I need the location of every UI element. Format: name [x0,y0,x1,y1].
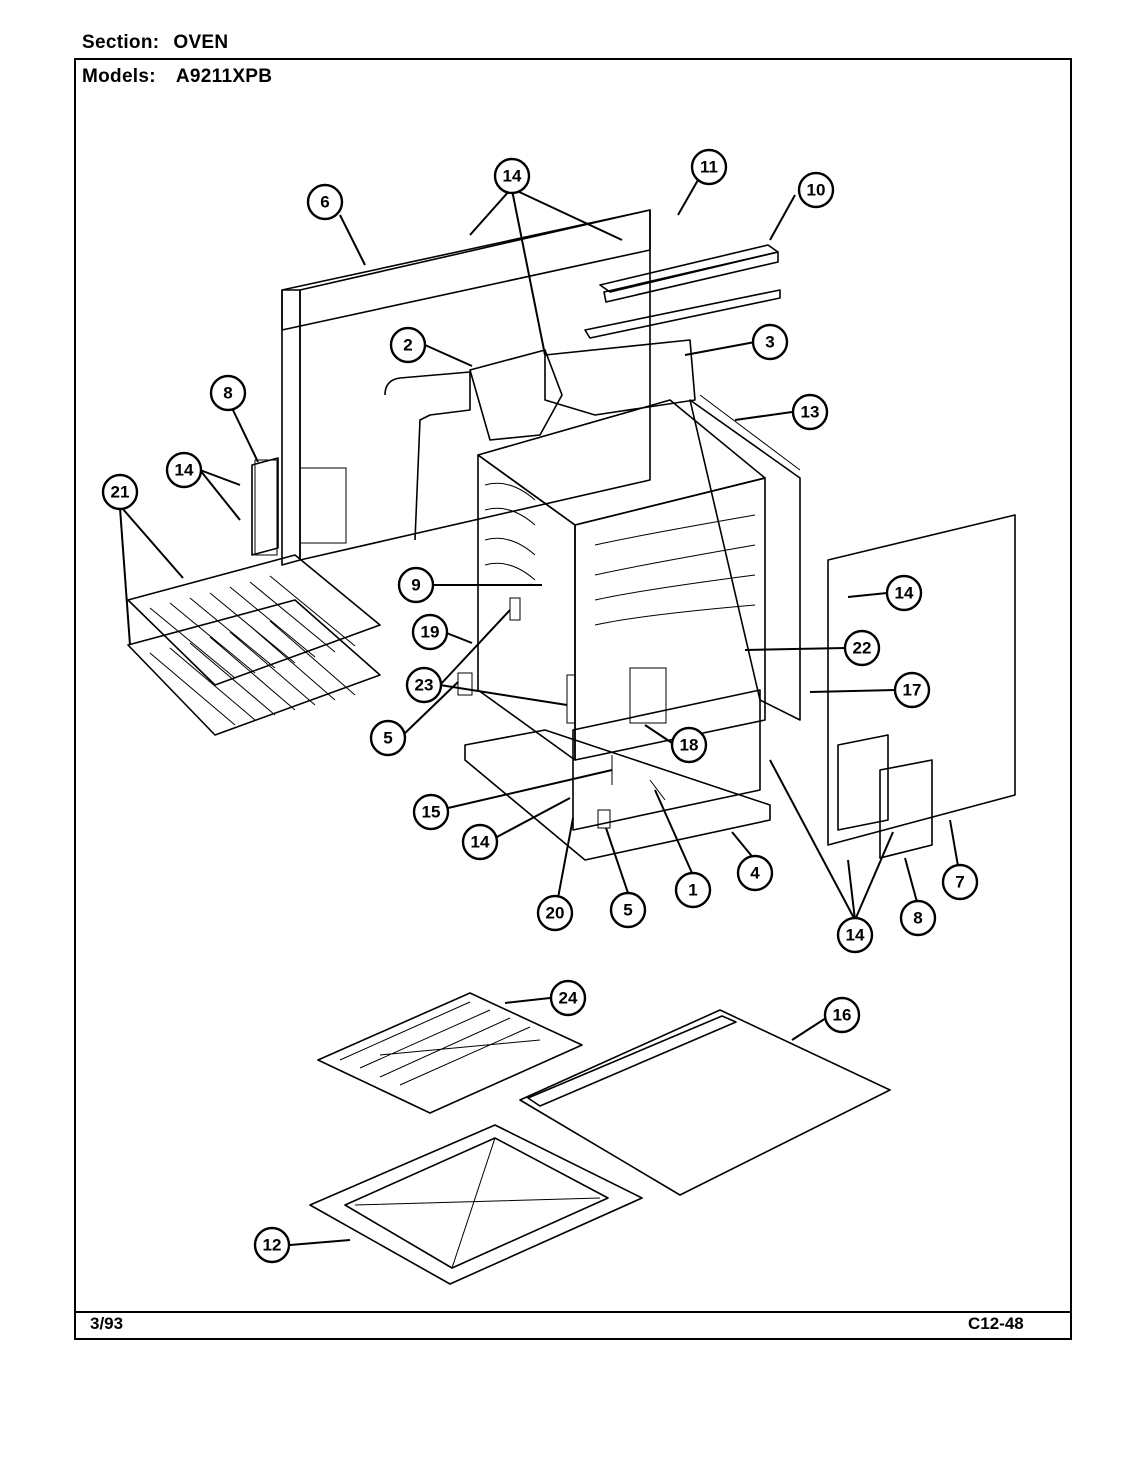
callout-8-right: 8 [899,899,937,937]
models-label: Models: [82,66,156,87]
callout-9: 9 [397,566,435,604]
models-heading: Models: A9211XPB [82,66,272,88]
part-hinge-assembly [457,597,761,831]
section-label: Section: [82,32,160,53]
callout-label: 23 [415,676,434,695]
footer-page-code: C12-48 [968,1314,1024,1333]
section-heading: Section: OVEN [82,32,228,54]
leader-lines [119,179,959,1246]
footer-divider [74,1311,1072,1313]
callout-24: 24 [549,979,587,1017]
callout-label: 9 [411,576,420,595]
callout-1: 1 [674,871,712,909]
callout-label: 21 [111,483,130,502]
callout-label: 22 [853,639,872,658]
callout-2: 2 [389,326,427,364]
callout-16: 16 [823,996,861,1034]
part-broiler-rack [519,1009,891,1196]
callout-5-bottom: 5 [609,891,647,929]
callout-label: 16 [833,1006,852,1025]
callout-12: 12 [253,1226,291,1264]
callout-22: 22 [843,629,881,667]
callout-label: 7 [955,873,964,892]
callout-label: 17 [903,681,922,700]
callout-label: 8 [913,909,922,928]
callout-20: 20 [536,894,574,932]
callout-8-left: 8 [209,374,247,412]
callout-label: 6 [320,193,329,212]
callout-21: 21 [101,473,139,511]
callout-label: 14 [895,584,914,603]
callout-14-top: 14 [493,157,531,195]
callout-label: 13 [801,403,820,422]
callout-label: 12 [263,1236,282,1255]
part-top-trim [584,244,781,339]
callout-17: 17 [893,671,931,709]
callout-13: 13 [791,393,829,431]
callout-label: 8 [223,384,232,403]
callout-label: 5 [623,901,632,920]
diagram-frame [74,58,1072,1340]
footer-date: 3/93 [90,1314,124,1333]
part-broiler-grid [317,992,583,1114]
callout-23: 23 [405,666,443,704]
callout-label: 14 [471,833,490,852]
callout-14-left: 14 [165,451,203,489]
callout-label: 20 [546,904,565,923]
callout-label: 15 [422,803,441,822]
part-access-cover-left [251,457,279,556]
callout-7: 7 [941,863,979,901]
part-side-panel-right [827,514,1016,859]
callout-6: 6 [306,183,344,221]
models-value: A9211XPB [175,66,273,87]
part-oven-liner [477,399,766,761]
callout-14-right: 14 [885,574,923,612]
callout-label: 11 [700,158,718,177]
callout-label: 19 [421,623,440,642]
callout-19: 19 [411,613,449,651]
callout-label: 2 [403,336,412,355]
callout-11: 11 [690,148,728,186]
callout-14-center: 14 [461,823,499,861]
callout-label: 14 [846,926,865,945]
part-side-panel-left [254,209,651,566]
part-oven-racks [127,554,381,736]
part-bottom-channel [464,729,771,861]
callout-3: 3 [751,323,789,361]
callout-label: 18 [680,736,699,755]
callout-label: 4 [750,864,760,883]
callout-label: 5 [383,729,392,748]
callout-label: 24 [559,989,578,1008]
callout-18: 18 [670,726,708,764]
callout-4: 4 [736,854,774,892]
callout-label: 1 [688,881,697,900]
callout-14-bottom-right: 14 [836,916,874,954]
callout-label: 10 [807,181,826,200]
part-vent-duct [384,339,696,541]
callout-label: 14 [503,167,522,186]
callout-label: 3 [765,333,774,352]
callout-5-left: 5 [369,719,407,757]
section-value: OVEN [173,32,229,53]
callout-label: 14 [175,461,194,480]
part-broiler-pan [309,1124,643,1285]
callout-10: 10 [797,171,835,209]
callout-15: 15 [412,793,450,831]
part-back-panel [689,394,801,721]
